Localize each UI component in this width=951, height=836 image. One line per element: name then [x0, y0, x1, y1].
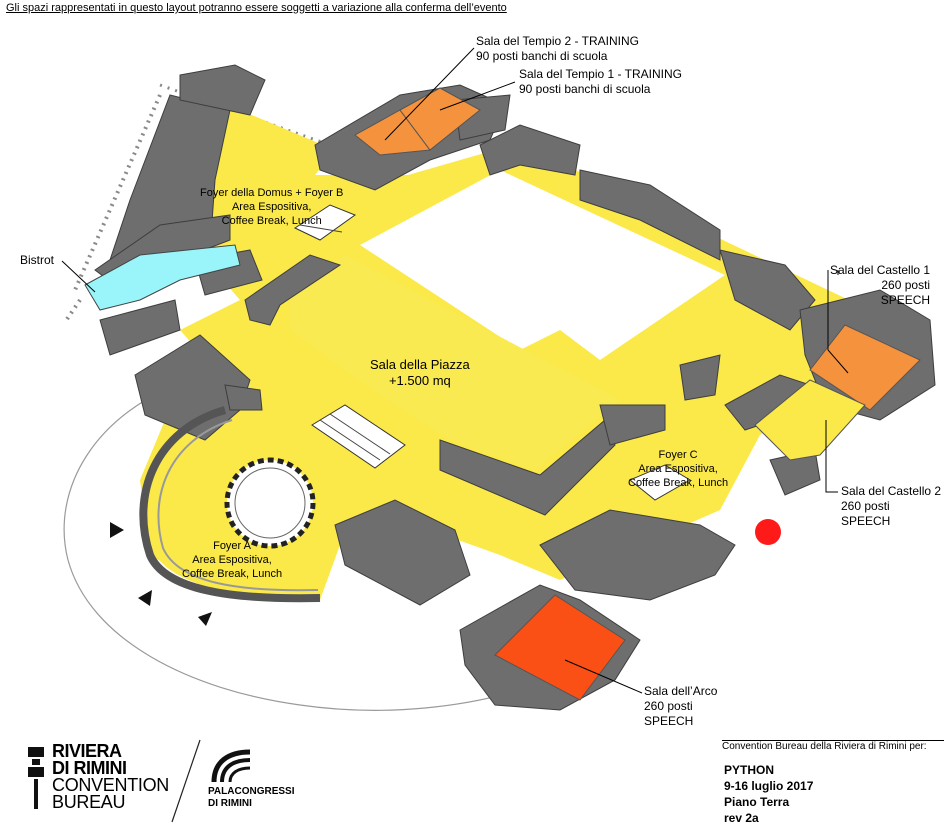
palacongressi-logo-line2: DI RIMINI	[208, 798, 252, 809]
sala-piazza-floor	[290, 255, 620, 470]
leader-arco	[564, 659, 643, 694]
entrance-arrow-3	[198, 612, 212, 626]
wall-court-ne	[579, 169, 721, 261]
event-floor: Piano Terra	[724, 795, 790, 809]
event-revision: rev 2a	[724, 811, 759, 825]
wall-piazza-west	[244, 254, 342, 326]
entrance-arrow-2	[138, 590, 152, 606]
riviera-logo-line4: BUREAU	[52, 792, 126, 812]
sala-castello-1-floor	[809, 324, 921, 411]
leader-castello-2	[825, 420, 838, 493]
block-left-wing-2	[99, 299, 181, 356]
sala-arco-floor	[494, 594, 626, 701]
entrance-arrow-1	[110, 522, 124, 538]
block-top-left	[179, 64, 266, 116]
foyer-a-facade-inner	[157, 419, 319, 592]
bistrot-floor	[84, 244, 241, 311]
label-foyer-a: Foyer A Area Espositiva, Coffee Break, L…	[182, 540, 283, 580]
label-foyer-domus: Foyer della Domus + Foyer B Area Esposit…	[200, 187, 344, 227]
label-piazza: Sala della Piazza +1.500 mq	[370, 357, 470, 388]
leader-tempio-1	[439, 81, 516, 111]
wall-piazza-south	[439, 419, 616, 516]
wall-court-north	[479, 124, 581, 176]
label-tempio-2: Sala del Tempio 2 - TRAINING 90 posti ba…	[476, 34, 639, 63]
riviera-logo: RIVIERA DI RIMINI CONVENTION BUREAU	[26, 741, 176, 815]
palacongressi-logo: PALACONGRESSI DI RIMINI	[206, 748, 296, 824]
palacongressi-mark-icon	[211, 749, 251, 783]
atrium-inner	[234, 467, 306, 539]
courtyard	[360, 170, 725, 360]
escalator-domus	[293, 204, 357, 241]
exterior-arc	[63, 377, 521, 711]
wall-piazza-se	[599, 404, 666, 446]
foyer-a-facade	[139, 406, 321, 603]
layout-notice: Gli spazi rappresentati in questo layout…	[6, 2, 507, 14]
escalator-central	[311, 404, 406, 469]
red-marker	[755, 519, 781, 545]
footer-divider	[722, 740, 944, 741]
riviera-mark-icon	[28, 747, 44, 809]
riviera-logo-line3: CONVENTION	[52, 775, 170, 795]
block-south-central	[334, 499, 471, 606]
event-name: PYTHON	[724, 763, 775, 777]
logo-separator	[171, 739, 201, 823]
riviera-logo-line1: RIVIERA	[52, 741, 122, 761]
perimeter-dashes	[63, 94, 162, 324]
label-castello-2: Sala del Castello 2 260 posti SPEECH	[841, 484, 942, 528]
convention-bureau-line: Convention Bureau della Riviera di Rimin…	[722, 741, 927, 752]
leader-castello-1-b	[827, 270, 849, 374]
riviera-logo-line2: DI RIMINI	[52, 758, 127, 778]
block-foyer-a-small	[224, 384, 263, 411]
leader-bistrot	[61, 260, 96, 293]
sala-castello-2-floor	[754, 379, 866, 461]
label-castello-1: Sala del Castello 1 260 posti SPEECH	[830, 263, 931, 307]
label-bistrot: Bistrot	[20, 253, 55, 267]
leader-tempio-2	[384, 47, 475, 141]
label-tempio-1: Sala del Tempio 1 - TRAINING 90 posti ba…	[519, 67, 682, 96]
palacongressi-logo-line1: PALACONGRESSI	[208, 786, 295, 797]
wall-piazza-e	[679, 354, 721, 401]
event-dates: 9-16 luglio 2017	[724, 779, 814, 793]
event-info: PYTHON 9-16 luglio 2017 Piano Terra rev …	[724, 762, 813, 826]
escalator-foyer-c	[629, 464, 691, 501]
block-se-upper	[539, 509, 736, 601]
label-foyer-c: Foyer C Area Espositiva, Coffee Break, L…	[628, 449, 729, 489]
label-arco: Sala dell’Arco 260 posti SPEECH	[644, 684, 718, 728]
